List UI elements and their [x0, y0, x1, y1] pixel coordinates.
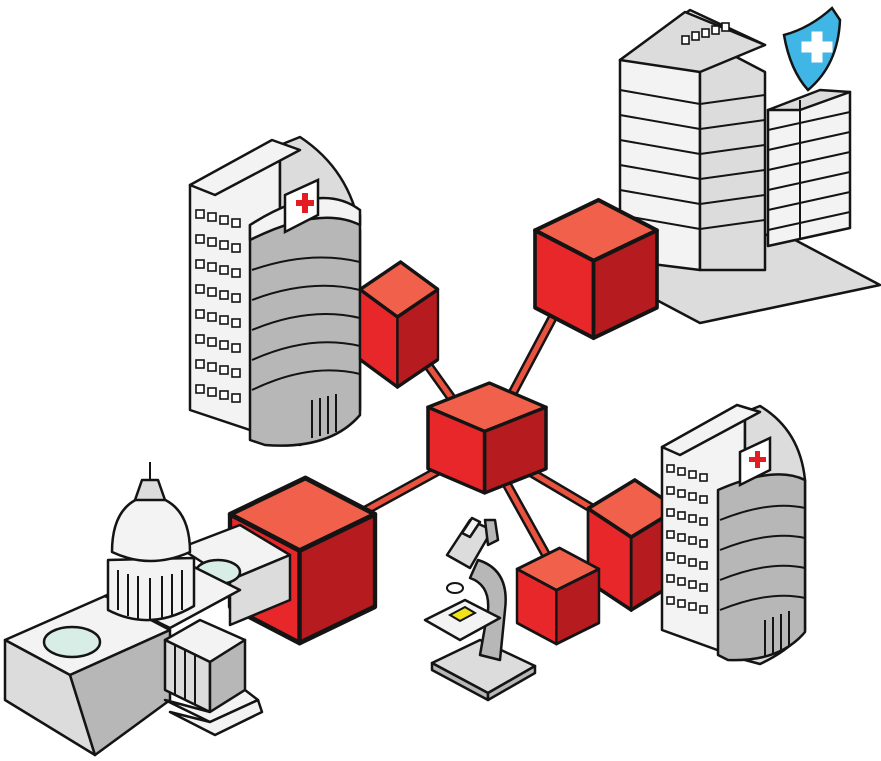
node-cube-hospital-left: [360, 262, 438, 387]
capitol-dome-icon: [108, 462, 194, 620]
node-cube-laboratory: [517, 548, 599, 644]
shield-cross-icon: [784, 8, 840, 90]
hospital-right: [662, 405, 805, 664]
node-cube-hospital-top-right: [535, 200, 657, 338]
hospital-left: [190, 137, 360, 446]
central-cube-hub: [428, 383, 546, 493]
